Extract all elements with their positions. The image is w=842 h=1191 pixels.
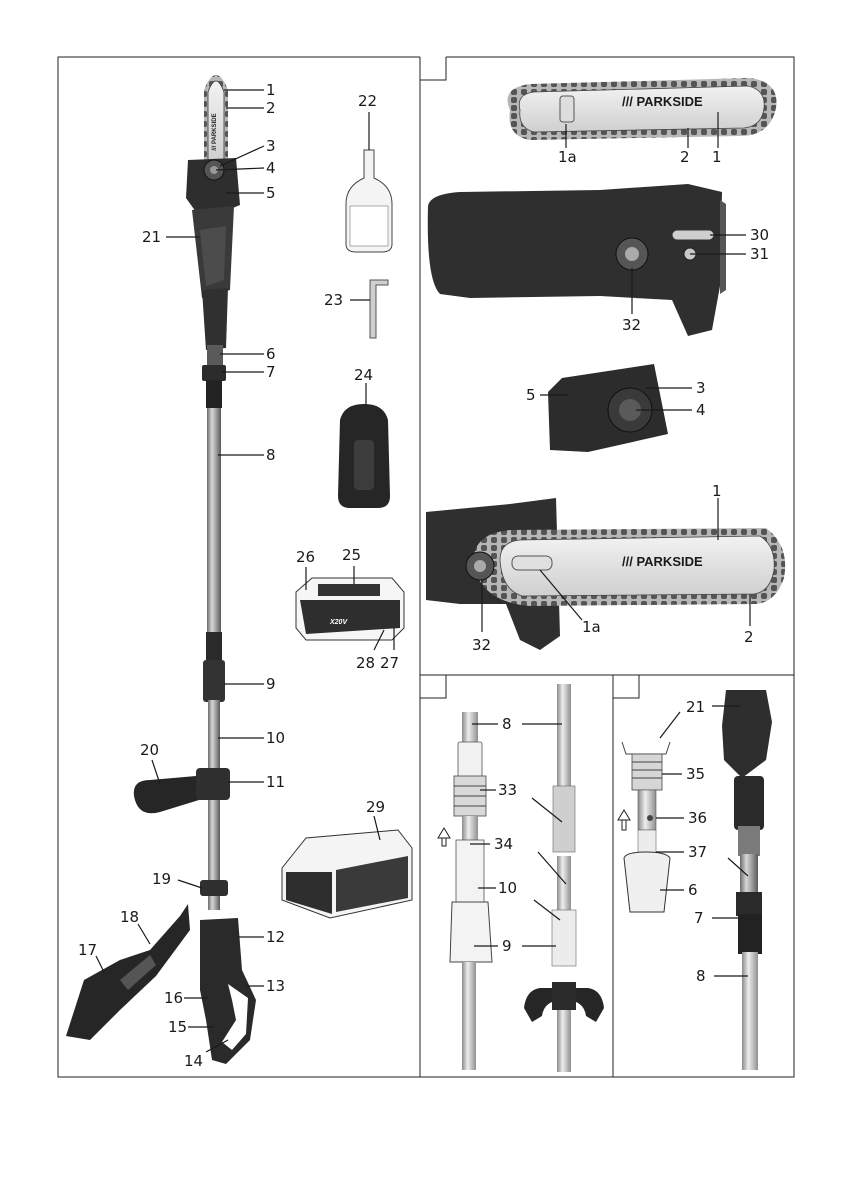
label-a-30: 30 (750, 226, 769, 244)
bar-brand-top: /// PARKSIDE (622, 94, 703, 109)
label-c-36: 36 (688, 809, 707, 827)
bar-brand-bottom: /// PARKSIDE (622, 554, 703, 569)
label-c-21: 21 (686, 698, 705, 716)
label-a-2: 2 (680, 148, 690, 166)
label-20: 20 (140, 741, 159, 759)
label-11: 11 (266, 773, 285, 791)
label-22: 22 (358, 92, 377, 110)
label-25: 25 (342, 546, 361, 564)
label-27: 27 (380, 654, 399, 672)
label-3: 3 (266, 137, 276, 155)
panel-c-labels: 21 35 36 37 6 7 8 (686, 698, 707, 985)
saw-head-body (428, 184, 722, 336)
telescopic-tube-upper (207, 408, 221, 636)
label-5: 5 (266, 184, 276, 202)
label-26: 26 (296, 548, 315, 566)
panel-b-labels: 8 33 34 10 9 (494, 715, 517, 955)
panel-b-number-box (420, 675, 446, 698)
panel-c-number-box (613, 675, 639, 698)
label-a-32-lower: 32 (472, 636, 491, 654)
label-c-8: 8 (696, 967, 706, 985)
label-1: 1 (266, 81, 276, 99)
svg-text:/// PARKSIDE: /// PARKSIDE (212, 113, 218, 150)
label-8: 8 (266, 446, 276, 464)
label-a-3: 3 (696, 379, 706, 397)
motor-unit-c (722, 690, 772, 778)
label-9: 9 (266, 675, 276, 693)
coupling-sleeve (624, 852, 670, 912)
label-17: 17 (78, 941, 97, 959)
label-a-1-lower: 1 (712, 482, 722, 500)
label-a-2-lower: 2 (744, 628, 754, 646)
label-a-1: 1 (712, 148, 722, 166)
label-7: 7 (266, 363, 276, 381)
label-18: 18 (120, 908, 139, 926)
label-29: 29 (366, 798, 385, 816)
label-b-8: 8 (502, 715, 512, 733)
label-c-37: 37 (688, 843, 707, 861)
label-21: 21 (142, 228, 161, 246)
panel-a-illustrations: /// PARKSIDE /// PARKSIDE (426, 78, 785, 650)
label-a-31: 31 (750, 245, 769, 263)
battery-logo: X20V (329, 619, 348, 626)
label-a-1a: 1a (558, 148, 577, 166)
pole-saw-illustration: /// PARKSIDE (66, 75, 256, 1064)
label-b-10: 10 (498, 879, 517, 897)
label-12: 12 (266, 928, 285, 946)
label-23: 23 (324, 291, 343, 309)
label-6: 6 (266, 345, 276, 363)
label-c-6: 6 (688, 881, 698, 899)
label-b-9: 9 (502, 937, 512, 955)
label-b-34: 34 (494, 835, 513, 853)
label-b-33: 33 (498, 781, 517, 799)
label-2: 2 (266, 99, 276, 117)
label-a-5: 5 (526, 386, 536, 404)
label-10: 10 (266, 729, 285, 747)
label-13: 13 (266, 977, 285, 995)
label-24: 24 (354, 366, 373, 384)
label-4: 4 (266, 159, 276, 177)
label-a-4: 4 (696, 401, 706, 419)
label-15: 15 (168, 1018, 187, 1036)
label-c-35: 35 (686, 765, 705, 783)
label-14: 14 (184, 1052, 203, 1070)
label-a-32: 32 (622, 316, 641, 334)
accessories: X20V (282, 150, 412, 918)
hex-key (370, 280, 388, 338)
label-c-7: 7 (694, 909, 704, 927)
tube-lock (203, 660, 225, 702)
label-19: 19 (152, 870, 171, 888)
panel-b-illustrations (438, 684, 604, 1072)
tube-lock-b (450, 902, 492, 962)
label-28: 28 (356, 654, 375, 672)
telescopic-tube-lower (208, 700, 220, 910)
panel-c-illustrations (618, 690, 772, 1070)
label-16: 16 (164, 989, 183, 1007)
tensioner-slot (672, 230, 714, 240)
label-a-1a-lower: 1a (582, 618, 601, 636)
panel-a-number-box (420, 57, 446, 80)
